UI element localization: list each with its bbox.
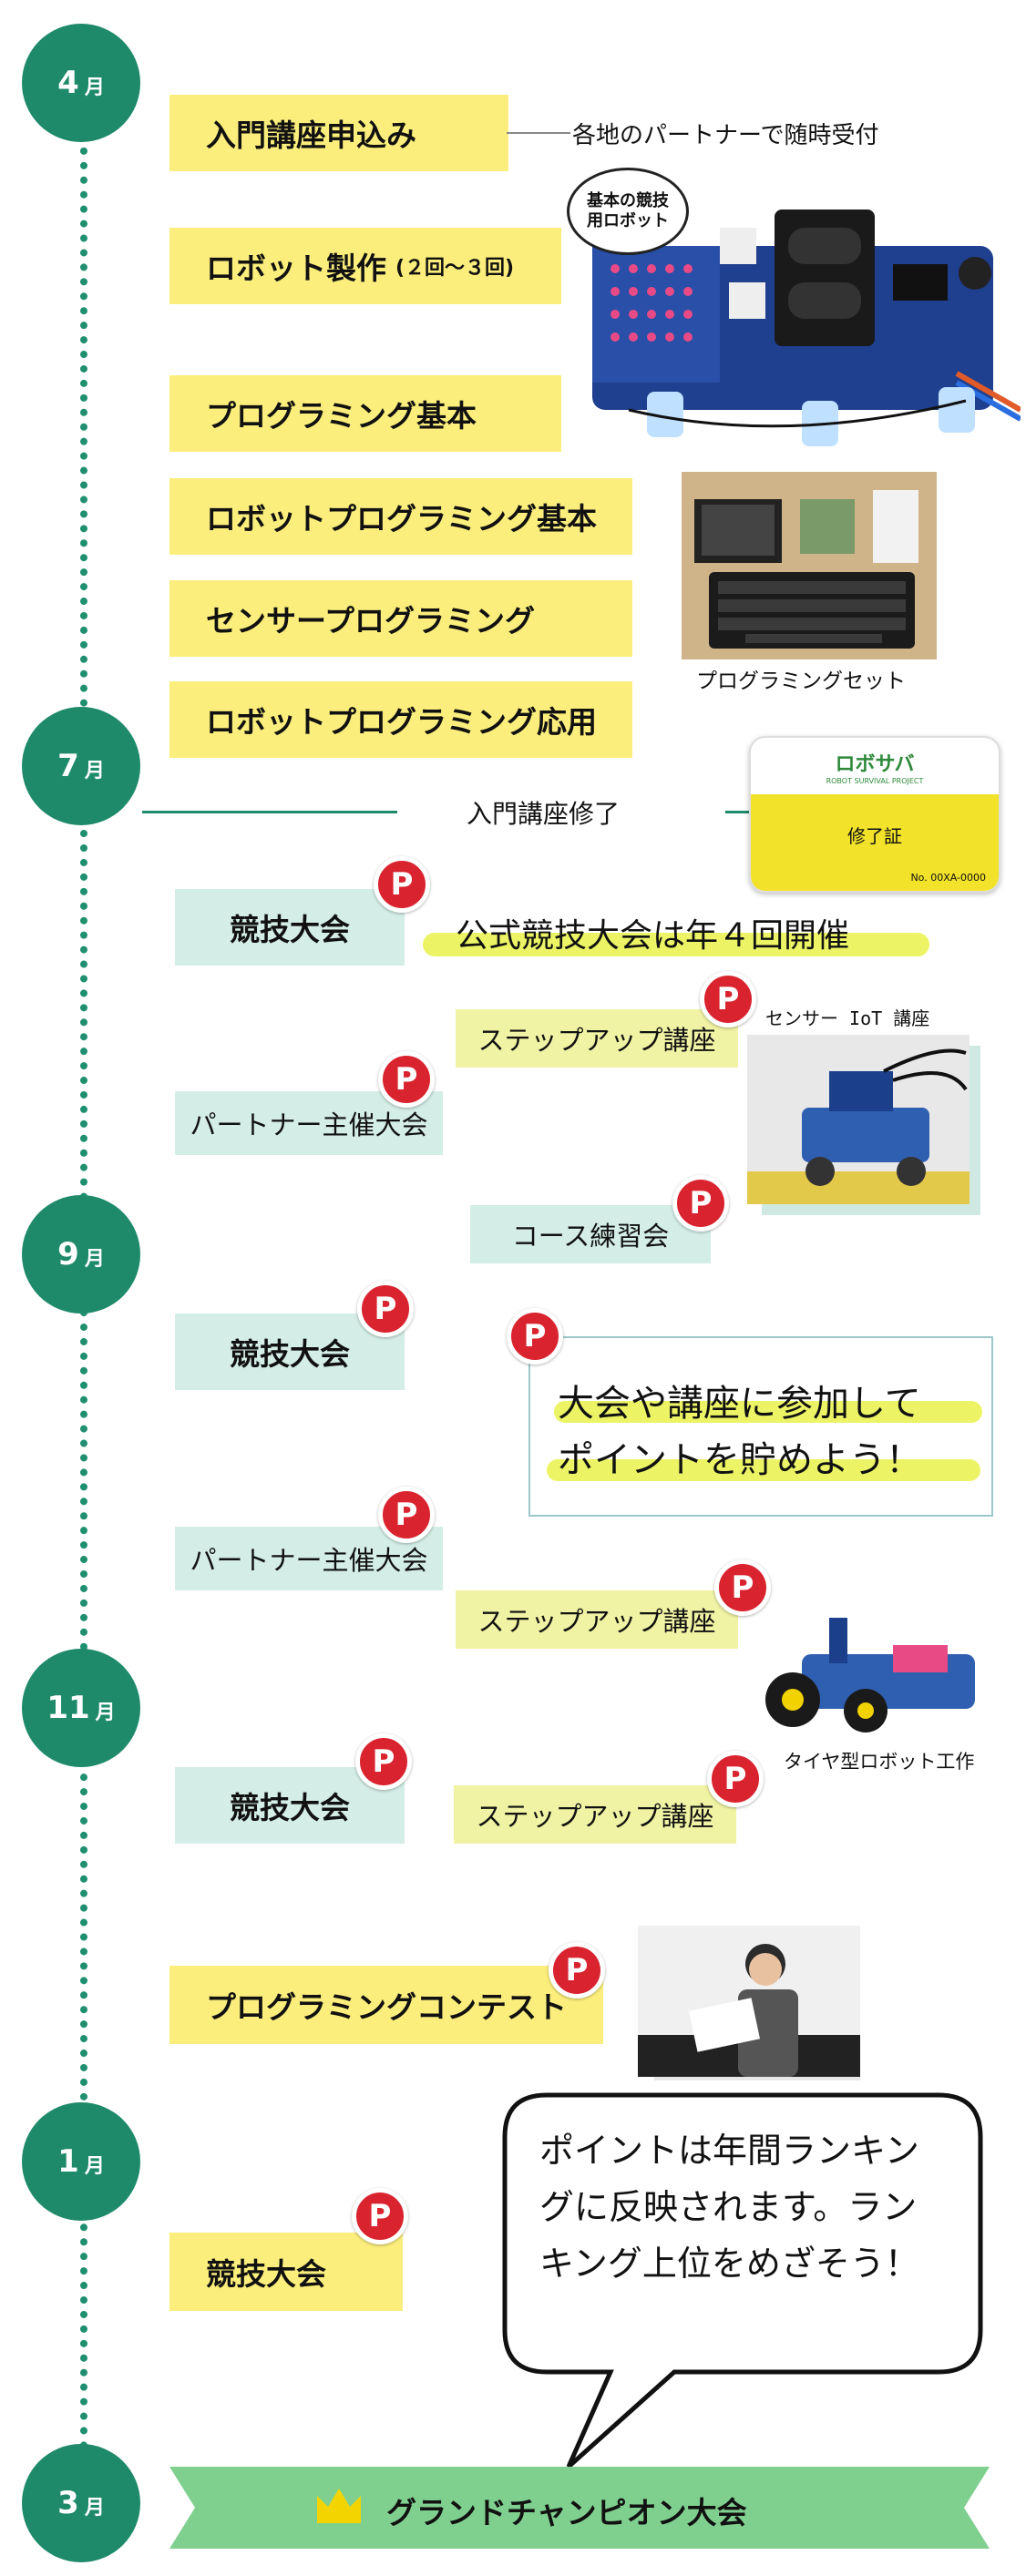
ranking-speech-bubble [502, 2092, 983, 2469]
robot-prog-applied-box: ロボットプログラミング応用 [169, 681, 632, 758]
point-badge: P [707, 1751, 764, 1807]
point-badge: P [714, 1559, 771, 1616]
highlight-stroke [547, 1459, 980, 1481]
prog-basic-box: プログラミング基本 [169, 375, 561, 452]
point-badge: P [378, 1051, 435, 1108]
point-badge: P [700, 971, 756, 1027]
robot-build-box: ロボット製作(２回～３回) [169, 228, 561, 304]
highlight-stroke [423, 933, 929, 956]
certificate-number: No. 00XA-0000 [910, 872, 986, 884]
stepup-box-november: ステップアップ講座 [454, 1785, 736, 1844]
programming-kit-image [682, 472, 937, 659]
point-badge: P [352, 2188, 408, 2244]
sensor-prog-box: センサープログラミング [169, 580, 632, 657]
prog-contest-box: プログラミングコンテスト [169, 1966, 603, 2044]
tire-robot-caption: タイヤ型ロボット工作 [784, 1751, 975, 1773]
competition-box-january: 競技大会 [169, 2233, 403, 2311]
intro-complete-label: 入門講座修了 [467, 799, 621, 829]
points-note-line1: 大会や講座に参加して [558, 1383, 921, 1425]
stepup-box-july: ステップアップ講座 [456, 1009, 738, 1068]
robot-board-image [592, 210, 1021, 446]
intro-apply-box: 入門講座申込み [169, 95, 508, 171]
note-connector-line [507, 132, 570, 134]
point-badge: P [357, 1281, 414, 1337]
competition-note: 公式競技大会は年４回開催 [456, 917, 850, 955]
programming-kit-caption: プログラミングセット [696, 670, 906, 693]
point-badge: P [672, 1175, 729, 1232]
highlight-stroke [554, 1401, 982, 1423]
certificate-card: ロボサバ ROBOT SURVIVAL PROJECT 修了証 No. 00XA… [749, 736, 1000, 893]
sensor-robot-image [747, 1035, 970, 1204]
points-note-box [528, 1336, 993, 1517]
partner-event-box-september: パートナー主催大会 [175, 1527, 443, 1590]
crown-icon [317, 2489, 361, 2523]
point-badge: P [378, 1487, 435, 1543]
point-badge: P [355, 1733, 412, 1790]
certificate-label: 修了証 [847, 825, 902, 847]
ranking-note: ポイントは年間ランキングに反映されます。ランキング上位をめざそう！ [539, 2131, 919, 2284]
competition-box-july: 競技大会 [175, 889, 405, 966]
points-note-line2: ポイントを貯めよう！ [558, 1439, 922, 1481]
robot-prog-basic-box: ロボットプログラミング基本 [169, 478, 632, 555]
tire-robot-image [765, 1618, 975, 1733]
point-badge: P [507, 1308, 563, 1365]
course-practice-box: コース練習会 [470, 1205, 711, 1263]
grand-champion-banner [169, 2467, 990, 2549]
contest-presenter-photo [638, 1926, 860, 2077]
intro-complete-line-left [142, 811, 397, 813]
certificate-logo: ロボサバ [835, 752, 915, 776]
stepup-box-september: ステップアップ講座 [456, 1590, 738, 1649]
sensor-iot-caption: センサー IoT 講座 [765, 1007, 930, 1029]
point-badge: P [549, 1942, 605, 1998]
robot-callout-bubble: 基本の競技用ロボット [567, 168, 689, 255]
certificate-logo-sub: ROBOT SURVIVAL PROJECT [826, 776, 924, 785]
intro-apply-note: 各地のパートナーで随時受付 [572, 122, 879, 149]
point-badge: P [374, 856, 430, 913]
grand-champion-label: グランドチャンピオン大会 [386, 2495, 747, 2530]
